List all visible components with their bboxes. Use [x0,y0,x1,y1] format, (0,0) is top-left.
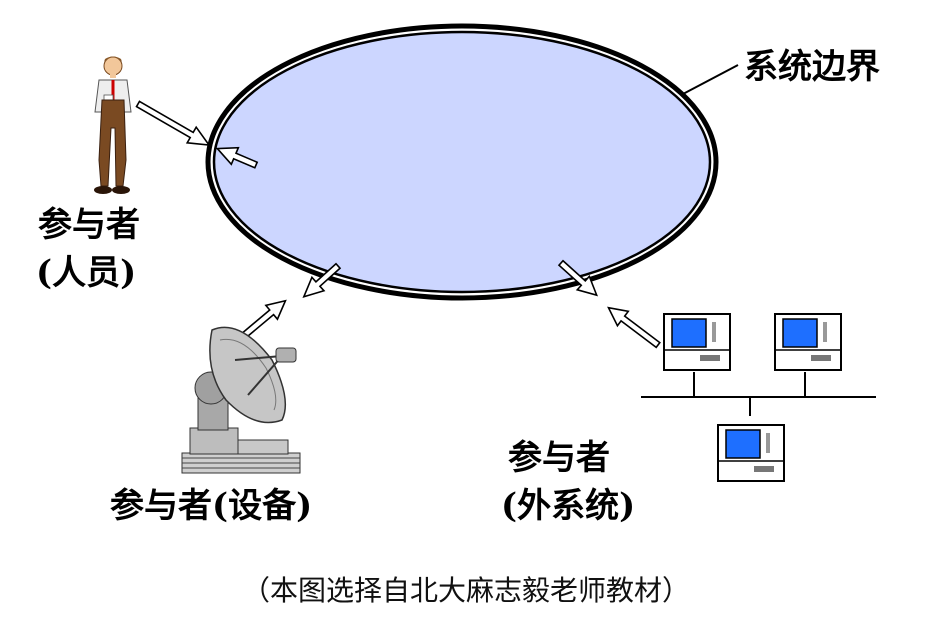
actor-system-label-line2: (外系统) [501,486,636,526]
actor-system-label-line1: 参与者 [508,438,610,478]
boundary-label: 系统边界 [744,47,880,87]
boundary-leader-line [682,64,739,95]
source-caption: （本图选择自北大麻志毅老师教材） [241,574,690,607]
system-boundary-fill [212,30,712,294]
arrow-device-out [302,262,342,299]
external-system-network [641,313,876,482]
actor-device-label: 参与者(设备) [110,486,313,526]
computer-icon [663,313,731,371]
computer-icon [774,313,842,371]
actor-person-label-line1: 参与者 [38,205,140,245]
satellite-dish-icon [181,326,301,474]
arrow-system-out [557,259,599,297]
arrow-person-in [135,100,211,146]
arrow-system-in [607,306,661,349]
actor-person-label-line2: (人员) [36,253,137,293]
computer-icon [717,424,785,482]
system-boundary-outer [205,23,719,301]
arrow-person-out [215,146,259,169]
person-actor-icon [94,56,132,194]
system-boundary [205,23,719,301]
